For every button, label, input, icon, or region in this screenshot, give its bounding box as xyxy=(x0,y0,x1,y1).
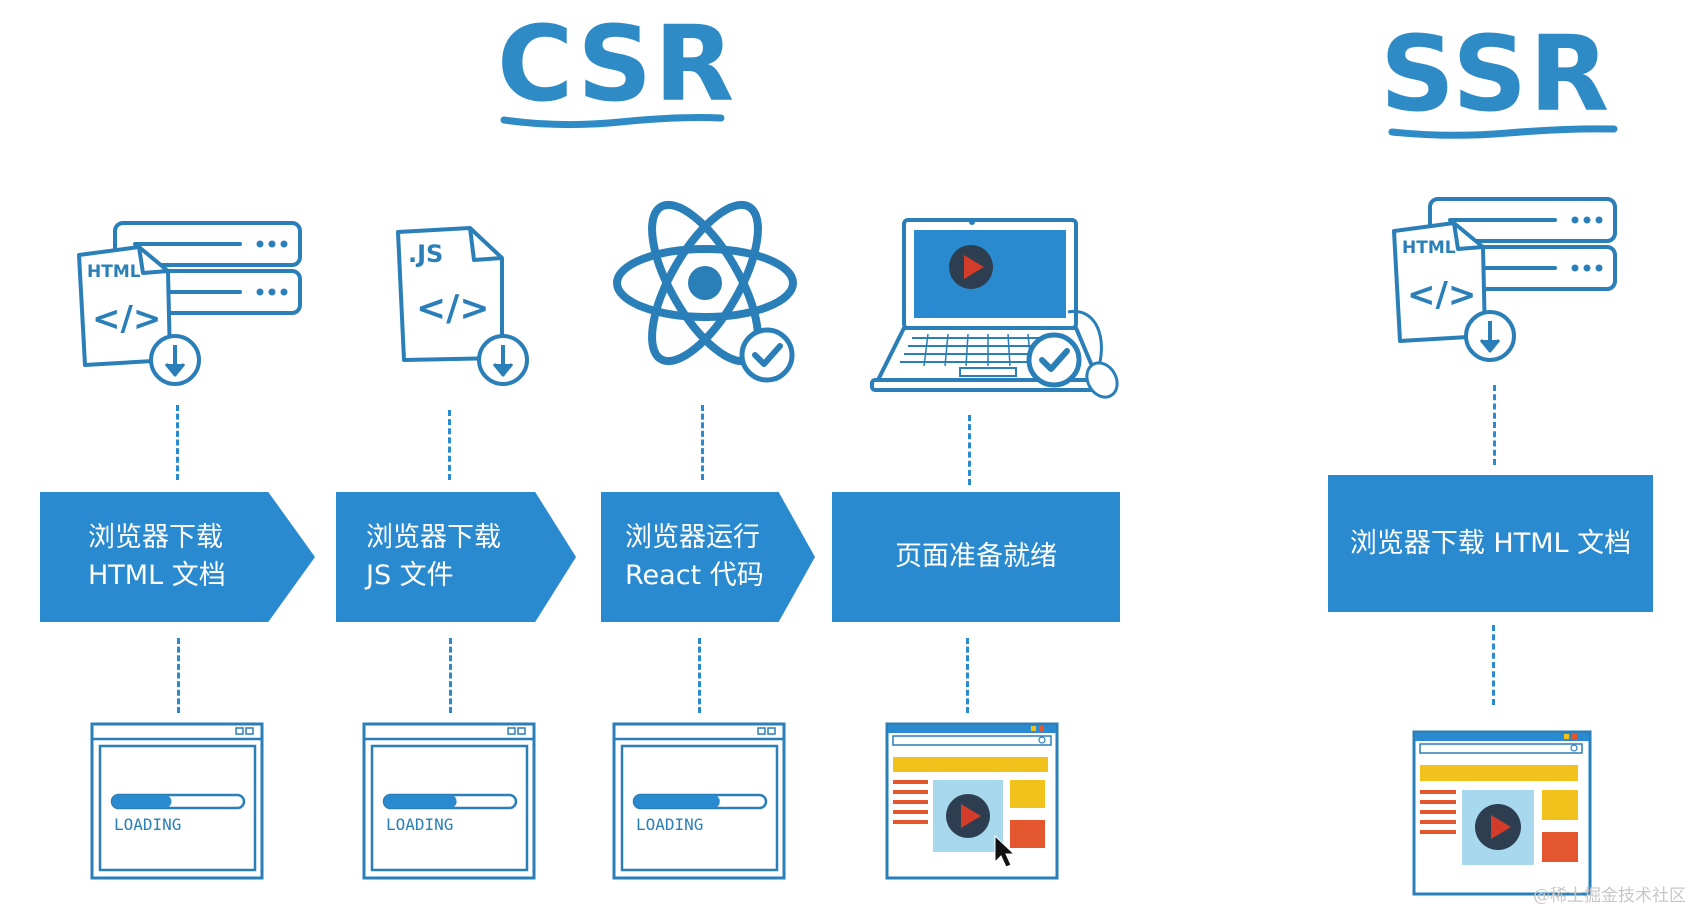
step-download-html: 浏览器下载 HTML 文档 xyxy=(40,492,315,622)
loading-screen: LOADING xyxy=(612,722,786,880)
step-download-js: 浏览器下载 JS 文件 xyxy=(336,492,576,622)
progress-fill xyxy=(384,795,457,808)
svg-text:HTML: HTML xyxy=(87,262,141,282)
step-label: 浏览器运行 React 代码 xyxy=(625,522,764,591)
loading-text: LOADING xyxy=(114,815,181,834)
step-run-react: 浏览器运行 React 代码 xyxy=(601,492,815,622)
connector-line xyxy=(448,410,451,480)
svg-text:</>: </> xyxy=(92,299,161,339)
svg-text:</>: </> xyxy=(416,288,489,329)
connector-line xyxy=(968,415,971,485)
svg-text:.JS: .JS xyxy=(408,240,443,268)
step-label: 浏览器下载 JS 文件 xyxy=(366,522,501,591)
cursor-icon xyxy=(994,834,1016,868)
html-download-icon: HTML </> xyxy=(1392,197,1617,362)
ready-screen xyxy=(885,722,1059,880)
step-page-ready: 页面准备就绪 xyxy=(832,492,1120,622)
ready-screen xyxy=(1412,730,1592,896)
step-label: 页面准备就绪 xyxy=(895,541,1057,572)
svg-text:</>: </> xyxy=(1407,275,1476,315)
ssr-title: SSR xyxy=(1380,13,1612,135)
loading-screen: LOADING xyxy=(362,722,536,880)
connector-line xyxy=(176,405,179,480)
csr-title: CSR xyxy=(497,3,737,125)
watermark: @稀土掘金技术社区 xyxy=(1533,886,1686,906)
step-label: 浏览器下载 HTML 文档 xyxy=(88,522,226,591)
react-icon xyxy=(613,200,797,383)
loading-text: LOADING xyxy=(386,815,453,834)
svg-text:HTML: HTML xyxy=(1402,238,1456,258)
csr-title-underline xyxy=(500,114,725,129)
connector-line xyxy=(1492,625,1495,705)
ssr-title-underline xyxy=(1388,125,1618,139)
loading-screen: LOADING xyxy=(90,722,264,880)
js-download-icon: .JS </> xyxy=(396,226,529,386)
progress-fill xyxy=(112,795,172,808)
step-label: 浏览器下载 HTML 文档 xyxy=(1349,527,1632,559)
progress-fill xyxy=(634,795,720,808)
laptop-ready-icon xyxy=(870,218,1119,399)
connector-line xyxy=(701,405,704,480)
step-ssr-download-html: 浏览器下载 HTML 文档 xyxy=(1328,475,1653,612)
connector-line xyxy=(1493,385,1496,465)
loading-text: LOADING xyxy=(636,815,703,834)
connector-line xyxy=(966,638,969,713)
connector-line xyxy=(698,638,701,713)
html-download-icon: HTML </> xyxy=(77,221,302,386)
connector-line xyxy=(449,638,452,713)
connector-line xyxy=(177,638,180,713)
